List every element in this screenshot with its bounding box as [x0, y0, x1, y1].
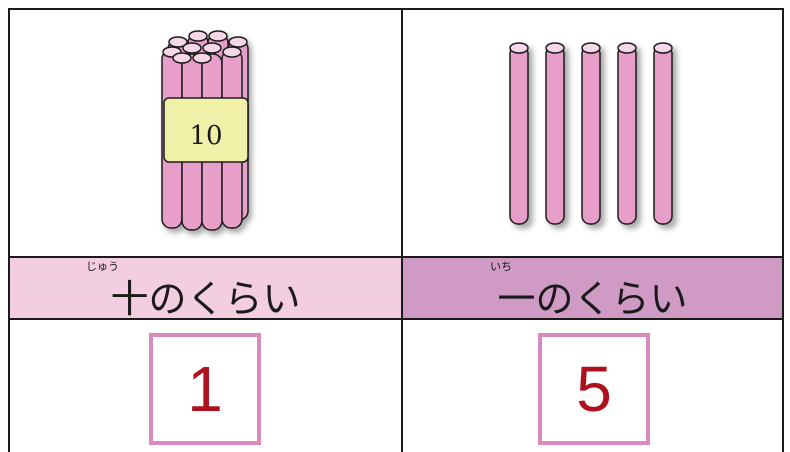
ones-place-label: 一のくらい [497, 277, 688, 321]
ones-ruby: いち [490, 260, 512, 273]
row-divider-bottom [8, 318, 784, 320]
loose-sticks-icon [509, 42, 673, 225]
ones-digit-box: 5 [538, 333, 650, 445]
bundle-label: 10 [189, 121, 222, 151]
tens-digit-box: 1 [149, 333, 261, 445]
place-value-table [8, 8, 784, 452]
tens-place-label: 十のくらい [110, 277, 301, 321]
column-divider [401, 8, 403, 452]
ones-label-band [403, 258, 782, 318]
bundle-of-ten-sticks-icon: 10 [161, 30, 249, 231]
tens-label-band [10, 258, 401, 318]
tens-ruby: じゅう [86, 260, 119, 273]
row-divider-top [8, 256, 784, 258]
